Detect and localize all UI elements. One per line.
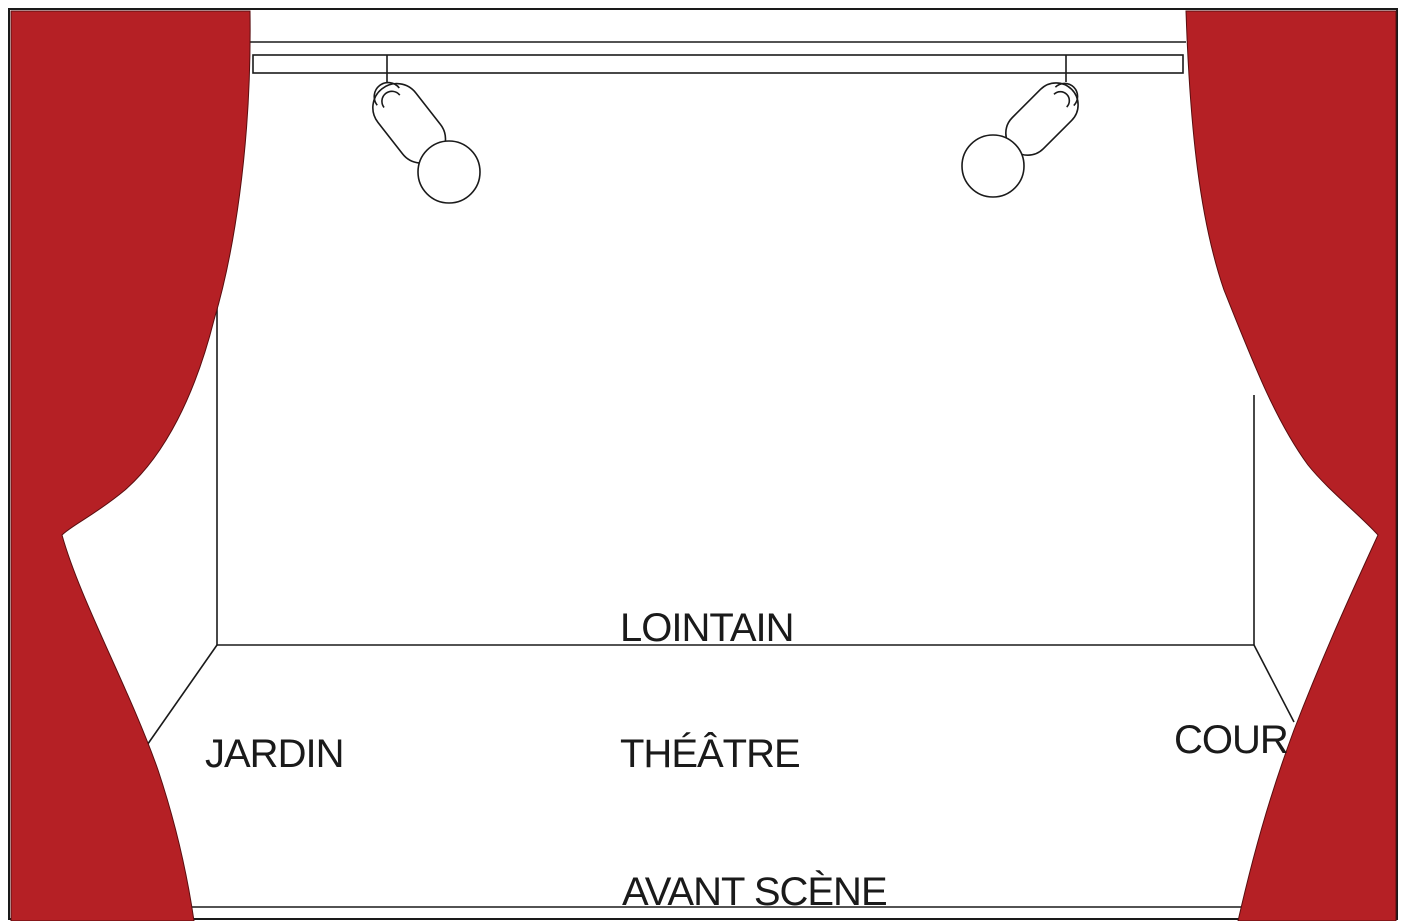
label-avant-scene: AVANT SCÈNE	[622, 869, 887, 914]
label-theatre: THÉÂTRE	[620, 731, 800, 776]
left-floor-edge	[144, 644, 218, 749]
left-curtain	[10, 10, 251, 921]
lighting-batten	[250, 41, 1186, 74]
stage-walls	[144, 300, 1295, 908]
right-curtain	[1185, 10, 1397, 921]
label-cour: COUR	[1174, 718, 1288, 762]
spotlight-left-icon	[372, 55, 481, 204]
label-jardin: JARDIN	[205, 732, 343, 776]
outer-frame	[8, 8, 1398, 920]
right-floor-edge	[1253, 644, 1295, 723]
label-lointain: LOINTAIN	[620, 606, 794, 650]
spotlight-right-icon	[961, 55, 1079, 198]
